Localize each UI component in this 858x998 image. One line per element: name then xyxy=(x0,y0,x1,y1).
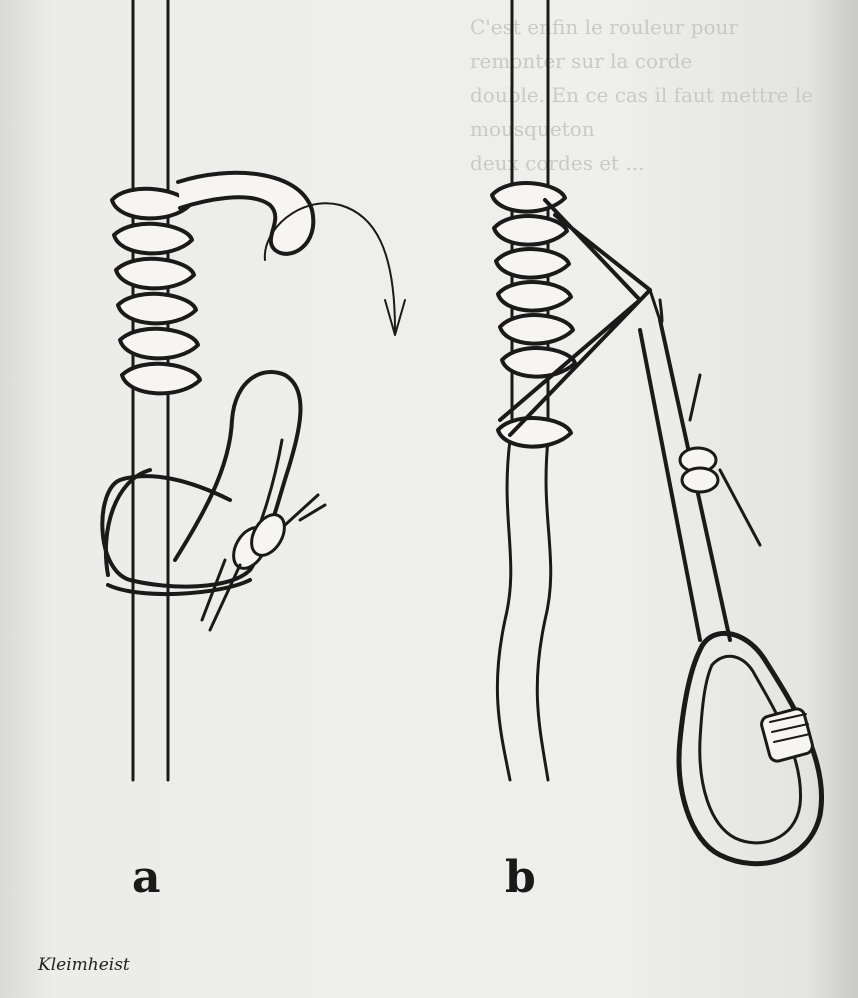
panel-b-gate-sleeve xyxy=(760,707,814,763)
panel-b-label: b xyxy=(505,852,536,903)
panel-a-knot xyxy=(227,509,291,574)
figure-caption: Kleimheist xyxy=(38,955,130,975)
panel-a-wraps xyxy=(112,189,200,394)
panel-a-drawing xyxy=(102,0,405,780)
panel-b-drawing xyxy=(492,0,822,864)
panel-b-knot xyxy=(680,448,718,492)
panel-a-label: a xyxy=(132,852,161,903)
